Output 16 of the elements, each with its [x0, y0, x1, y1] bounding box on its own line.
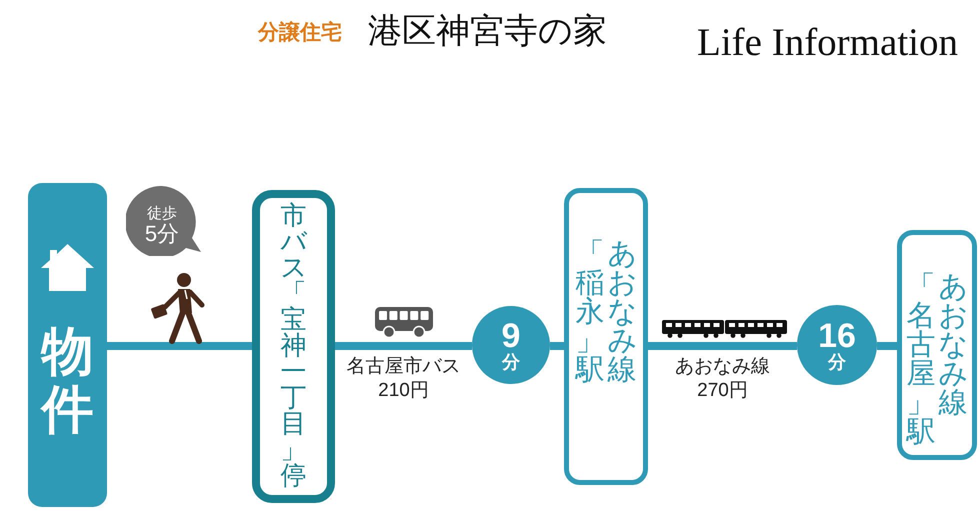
header-text: 分譲住宅 [258, 22, 342, 43]
connector-line [107, 342, 252, 350]
time-circle: 16分 [797, 305, 877, 385]
connector-line [877, 342, 897, 350]
node-text: 物件 [42, 323, 94, 440]
station-box: あおなみ線「名古屋」駅 [897, 230, 977, 460]
station-box: あおなみ線「稲永」駅 [564, 188, 648, 485]
speech-bubble: 徒歩5分 [126, 186, 204, 256]
origin-box [28, 183, 107, 507]
section-heading: Life Information [697, 23, 958, 62]
connector-line [335, 342, 472, 350]
page-title: 港区神宮寺の家 [368, 15, 607, 49]
connector-line [550, 342, 564, 350]
stop-box: 市バス「宝神一丁目」停 [252, 190, 335, 503]
connector-line [648, 342, 797, 350]
time-circle: 9分 [472, 306, 550, 384]
